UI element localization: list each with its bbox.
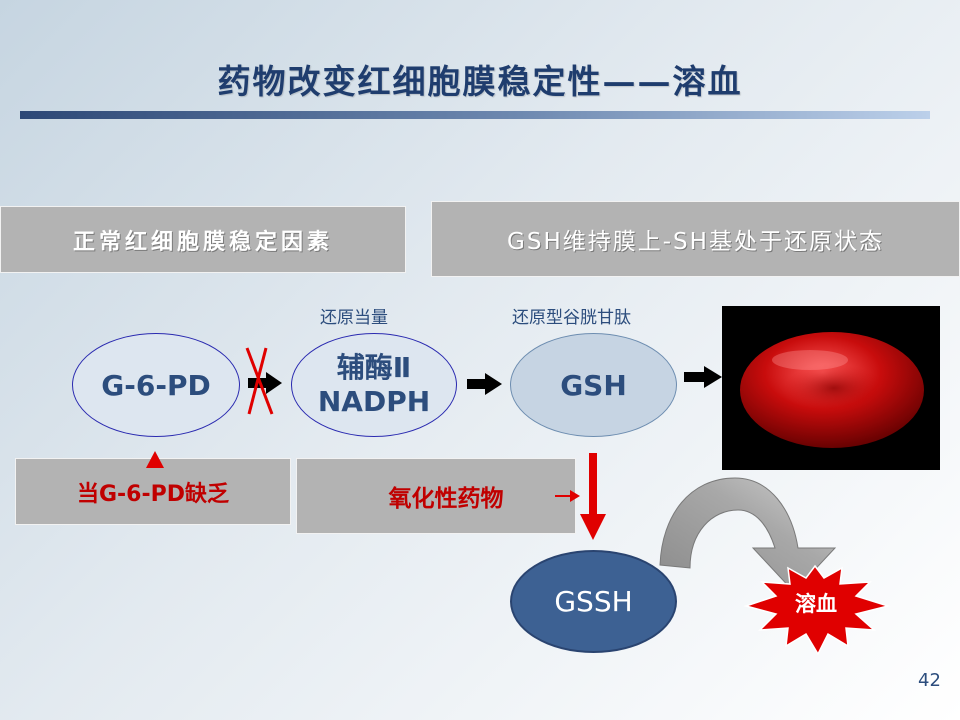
nadph-line1: 辅酶Ⅱ xyxy=(336,351,412,384)
reducing-equivalent-label: 还原当量 xyxy=(320,308,388,328)
gssh-node: GSSH xyxy=(510,550,677,653)
oxidative-drugs-box: 氧化性药物 xyxy=(296,458,576,534)
blocked-cross-icon xyxy=(245,347,274,415)
page-number: 42 xyxy=(918,670,941,691)
gsh-node: GSH xyxy=(510,333,677,437)
gsh-maintain-box: GSH维持膜上-SH基处于还原状态 xyxy=(431,201,960,277)
drug-right-arrow-icon xyxy=(555,490,580,502)
reduced-glutathione-label: 还原型谷胱甘肽 xyxy=(512,308,631,328)
g6pd-node: G-6-PD xyxy=(72,333,240,437)
red-blood-cell-icon xyxy=(740,332,924,448)
deficiency-up-arrow-icon xyxy=(146,451,164,468)
gsh-to-gssh-down-arrow-icon xyxy=(580,453,606,540)
hemolysis-label: 溶血 xyxy=(795,592,837,616)
arrow-gsh-to-cell-icon xyxy=(684,366,722,388)
hemolysis-burst-icon xyxy=(743,564,891,656)
nadph-line2: NADPH xyxy=(317,385,431,418)
normal-factors-box: 正常红细胞膜稳定因素 xyxy=(0,206,406,273)
nadph-node: 辅酶Ⅱ NADPH xyxy=(291,333,457,437)
curved-arrow-icon xyxy=(659,477,837,593)
arrow-g6pd-to-nadph-icon xyxy=(248,372,282,394)
arrow-nadph-to-gsh-icon xyxy=(467,373,502,395)
red-blood-cell-image xyxy=(722,306,940,470)
title-underline xyxy=(20,111,930,119)
page-title: 药物改变红细胞膜稳定性——溶血 xyxy=(217,62,743,101)
